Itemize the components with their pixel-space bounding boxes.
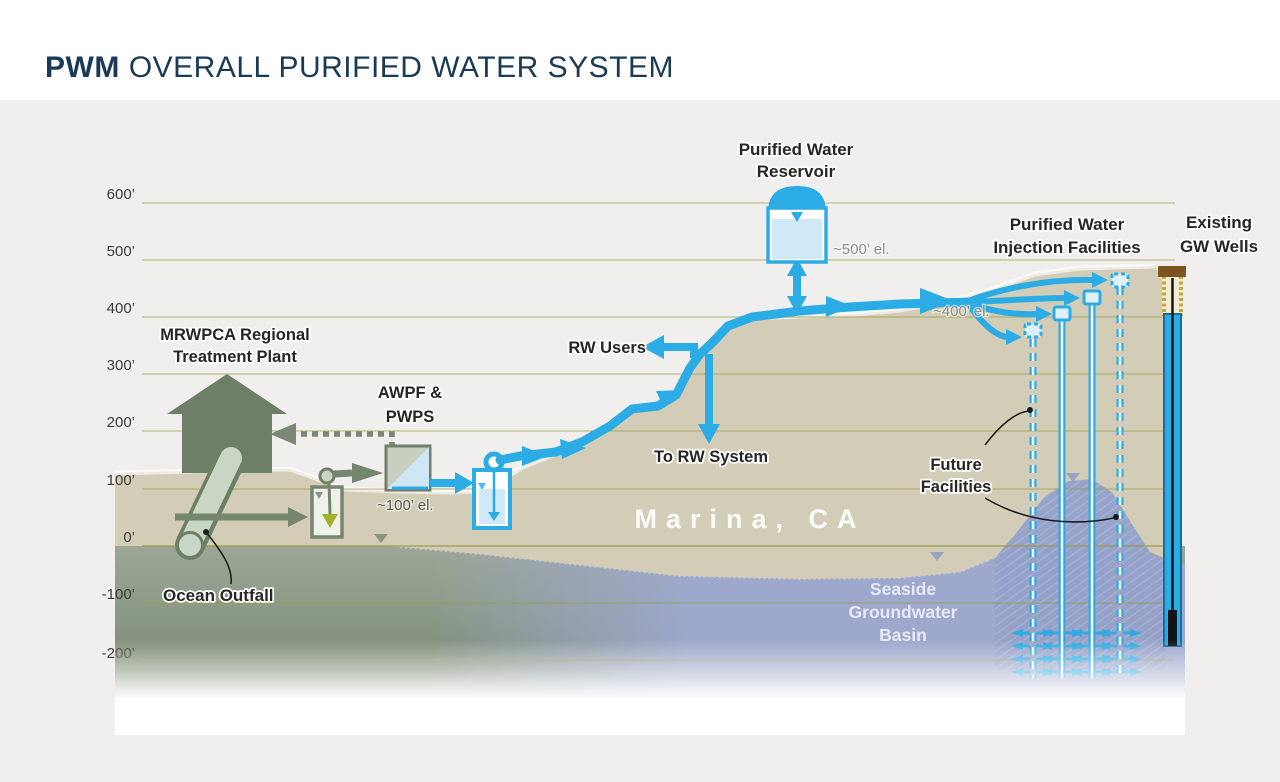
label-awpf-line2: PWPS <box>386 408 435 426</box>
funnel-icon <box>322 514 338 528</box>
label-treatment-plant-line1: MRWPCA Regional <box>160 326 309 344</box>
arrow-left <box>642 335 664 359</box>
label-gw-wells-line1: Existing <box>1186 213 1252 232</box>
tick-100: 100’ <box>107 472 135 489</box>
label-injection-line1: Purified Water <box>1010 215 1125 234</box>
arrow-down <box>698 424 720 444</box>
label-reservoir-line1: Purified Water <box>739 140 854 159</box>
recycled-water-return-dashed-arrow <box>270 423 395 448</box>
elevation-axis: 600’ 500’ 400’ 300’ 200’ 100’ 0’ -100’ -… <box>102 186 135 662</box>
label-injection-line2: Injection Facilities <box>993 238 1140 257</box>
well-cap <box>1158 266 1186 277</box>
pipe-arrowhead <box>826 296 852 317</box>
label-basin-line1: Seaside <box>870 579 936 599</box>
label-treatment-plant-line2: Treatment Plant <box>173 348 297 366</box>
bottom-fade <box>115 640 1185 735</box>
reservoir-tank <box>766 186 828 264</box>
note-pipeline-elevation: ~400’ el. <box>933 303 990 320</box>
water-level-icon <box>791 212 803 222</box>
label-gw-wells-line2: GW Wells <box>1180 237 1258 256</box>
treatment-plant-building <box>167 374 287 473</box>
label-reservoir-line2: Reservoir <box>757 162 836 181</box>
rw-users-branch <box>642 335 698 359</box>
injection-well-3 <box>1082 289 1102 678</box>
arrow-outfall-to-vessel <box>288 507 308 527</box>
reservoir-connector-double-arrow <box>787 258 807 314</box>
page-title-text: OVERALL PURIFIED WATER SYSTEM <box>128 51 674 84</box>
tick-500: 500’ <box>107 243 135 260</box>
awpf-box <box>384 444 432 492</box>
tick-neg100: -100’ <box>102 586 135 603</box>
injection-branch-pipes <box>965 272 1108 345</box>
label-to-rw-system: To RW System <box>654 448 768 466</box>
water-level-icon <box>478 483 486 490</box>
label-city: Marina, CA <box>634 504 865 534</box>
to-rw-system-branch <box>698 354 720 444</box>
diagram-labels: MRWPCA Regional Treatment Plant AWPF & P… <box>159 138 1260 645</box>
arrow-awpf-to-pwps <box>455 472 474 494</box>
injection-well-1-future <box>1023 322 1043 678</box>
tick-400: 400’ <box>107 300 135 317</box>
water-level-icon <box>315 492 323 499</box>
pipe-arrowhead <box>656 390 684 408</box>
diagram-stage: 600’ 500’ 400’ 300’ 200’ 100’ 0’ -100’ -… <box>0 100 1280 777</box>
pump-icon <box>318 467 336 485</box>
pipe-arrowhead <box>560 439 586 459</box>
injection-well-2 <box>1052 305 1072 678</box>
brand-acronym: PWM <box>45 51 120 84</box>
source-water-vessel <box>175 463 383 539</box>
ocean-outfall-callout-curve <box>205 531 232 585</box>
injection-well-4-future <box>1110 272 1130 678</box>
ocean-outfall-pipe <box>175 444 246 585</box>
tick-200: 200’ <box>107 414 135 431</box>
label-awpf-line1: AWPF & <box>378 384 442 402</box>
tick-600: 600’ <box>107 186 135 203</box>
existing-gw-well <box>1158 266 1186 647</box>
note-reservoir-elevation: ~500’ el. <box>833 241 890 258</box>
pwps-pump-station <box>430 451 512 530</box>
well-pump <box>1168 610 1177 646</box>
purified-water-system-diagram: 600’ 500’ 400’ 300’ 200’ 100’ 0’ -100’ -… <box>102 138 1260 735</box>
label-future-line2: Facilities <box>921 478 992 496</box>
pipe-arrowhead <box>522 446 548 466</box>
arrow-vessel-to-awpf <box>352 463 383 483</box>
tick-300: 300’ <box>107 357 135 374</box>
pipe-arrowhead <box>920 288 954 314</box>
label-ocean-outfall: Ocean Outfall <box>163 586 274 605</box>
label-rw-users: RW Users <box>568 339 646 357</box>
label-future-line1: Future <box>930 456 981 474</box>
note-awpf-elevation: ~100’ el. <box>377 497 434 514</box>
future-facilities-callouts <box>984 407 1119 523</box>
label-basin-line2: Groundwater <box>849 602 958 622</box>
water-table-markers <box>374 473 1080 561</box>
purified-water-pipeline <box>495 288 977 466</box>
tick-0: 0’ <box>123 529 135 546</box>
